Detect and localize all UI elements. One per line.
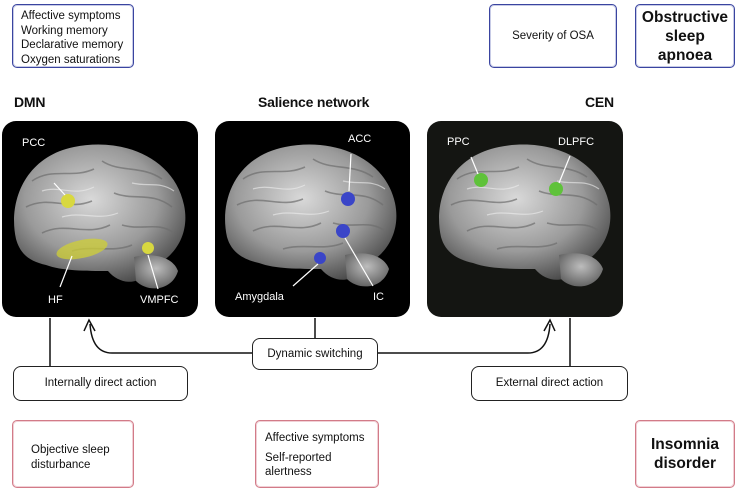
- osa-disorder-box: Obstructive sleep apnoea: [635, 4, 735, 68]
- insomnia-symptom-2: Self-reported: [265, 451, 332, 464]
- hf-label: HF: [48, 294, 63, 306]
- objective-line-1: Objective sleep: [31, 444, 110, 456]
- ppc-label: PPC: [447, 136, 470, 148]
- dmn-brain-illustration: [14, 144, 186, 290]
- hf-region: [56, 238, 108, 260]
- salience-brain-shape: [225, 144, 397, 287]
- ic-node: [336, 224, 350, 238]
- salience-brain-panel: ACC Amygdala IC: [215, 121, 410, 317]
- internal-action-text: Internally direct action: [44, 377, 157, 390]
- acc-node: [341, 192, 355, 206]
- osa-symptom-2: Working memory: [21, 24, 108, 37]
- amygdala-node: [314, 252, 326, 264]
- dynamic-switching-text: Dynamic switching: [267, 347, 363, 360]
- osa-symptom-1: Affective symptoms: [21, 10, 121, 22]
- amygdala-label: Amygdala: [235, 291, 284, 303]
- severity-osa-text: Severity of OSA: [512, 29, 594, 42]
- switch-arrow-right: [378, 323, 551, 354]
- vmpfc-label: VMPFC: [140, 294, 179, 306]
- pcc-label: PCC: [22, 137, 46, 149]
- salience-heading: Salience network: [258, 94, 370, 110]
- salience-brain-illustration: [225, 144, 397, 287]
- cen-brain-illustration: [439, 144, 611, 287]
- dynamic-switching-box: Dynamic switching: [252, 338, 378, 370]
- osa-label-line-1: Obstructive: [641, 9, 729, 26]
- osa-symptoms-box: Affective symptoms Working memory Declar…: [12, 4, 134, 68]
- insomnia-symptoms-box: Affective symptoms Self-reported alertne…: [255, 420, 379, 488]
- insomnia-symptom-3: alertness: [265, 466, 312, 478]
- insomnia-disorder-box: Insomnia disorder: [635, 420, 735, 488]
- cen-brain-panel: PPC DLPFC: [427, 121, 623, 317]
- insomnia-label-line-1: Insomnia: [650, 436, 720, 453]
- insomnia-symptom-1: Affective symptoms: [265, 432, 365, 444]
- objective-sleep-box: Objective sleep disturbance: [12, 420, 134, 488]
- severity-osa-box: Severity of OSA: [489, 4, 617, 68]
- internal-action-box: Internally direct action: [13, 366, 188, 401]
- ppc-node: [474, 173, 488, 187]
- dmn-heading: DMN: [14, 94, 46, 110]
- acc-label: ACC: [348, 133, 372, 145]
- objective-line-2: disturbance: [31, 458, 91, 471]
- vmpfc-node: [142, 242, 154, 254]
- cen-heading: CEN: [585, 94, 614, 110]
- arrowhead-left: [83, 318, 96, 332]
- osa-label-line-3: apnoea: [657, 47, 713, 64]
- external-action-box: External direct action: [471, 366, 628, 401]
- osa-symptom-4: Oxygen saturations: [21, 53, 121, 66]
- insomnia-label-line-2: disorder: [653, 455, 716, 472]
- pcc-node: [61, 194, 75, 208]
- dlpfc-label: DLPFC: [558, 136, 595, 148]
- dlpfc-node: [549, 182, 563, 196]
- osa-symptom-3: Declarative memory: [21, 39, 124, 51]
- dmn-brain-panel: PCC HF VMPFC: [2, 121, 198, 317]
- switch-arrow-left: [89, 323, 252, 354]
- external-action-text: External direct action: [495, 377, 604, 390]
- arrowhead-right: [543, 318, 556, 332]
- osa-label-line-2: sleep: [665, 28, 705, 45]
- ic-label: IC: [373, 291, 384, 303]
